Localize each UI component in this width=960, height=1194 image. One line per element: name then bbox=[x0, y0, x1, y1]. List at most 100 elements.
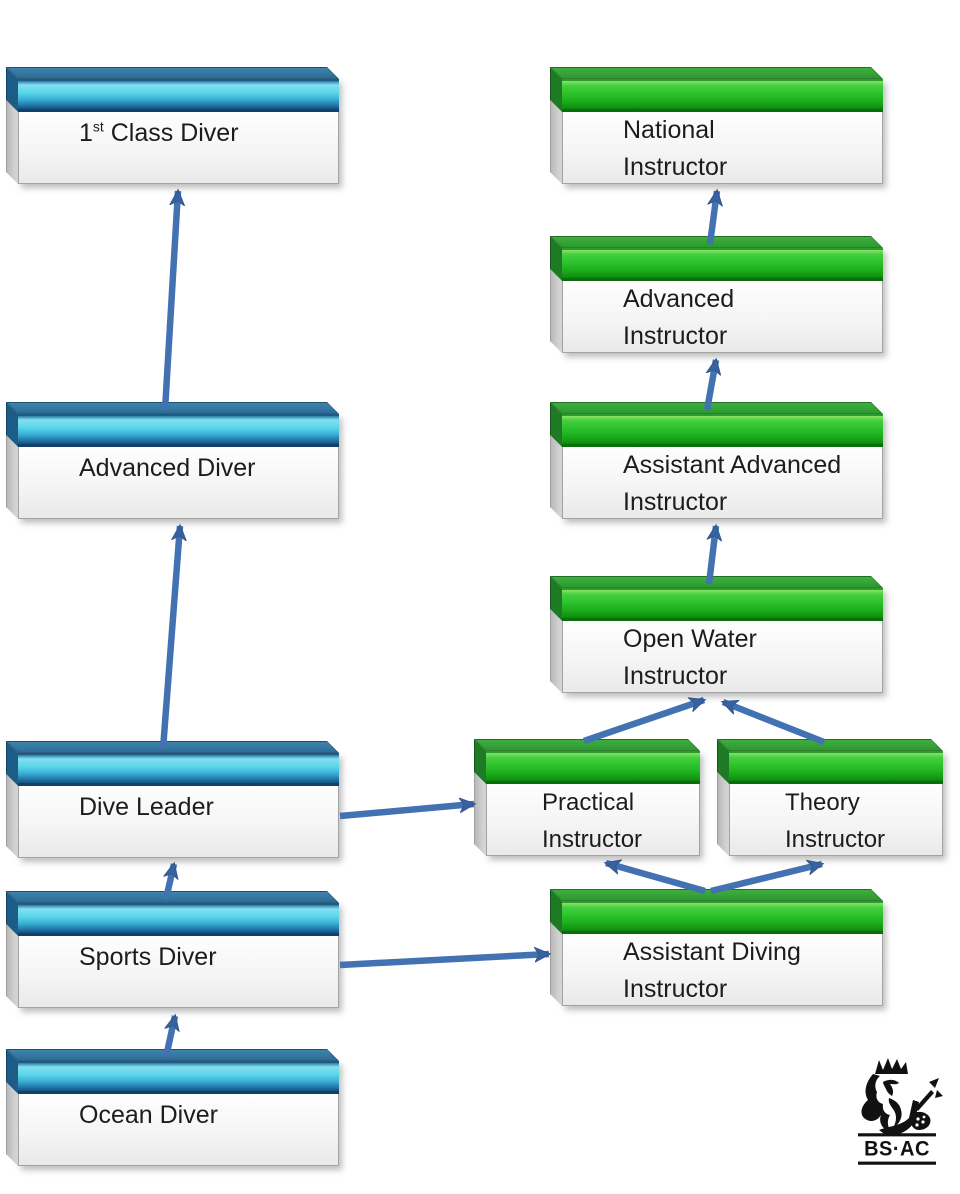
box-left-face-body bbox=[550, 100, 562, 184]
arrow-assistant-diving-to-theory bbox=[710, 864, 822, 895]
arrow-dive-leader-to-advanced-diver bbox=[159, 526, 180, 750]
box-left-face-body bbox=[6, 1082, 18, 1166]
box-left-face-body bbox=[550, 609, 562, 693]
logo-face bbox=[883, 1079, 899, 1096]
box-assistant-advanced-instructor: Assistant Advanced Instructor bbox=[550, 402, 883, 519]
box-label: Practical Instructor bbox=[486, 784, 700, 856]
label-line2: Instructor bbox=[623, 488, 728, 516]
box-header-bar bbox=[562, 901, 883, 934]
label-line1: Theory bbox=[785, 789, 860, 816]
box-top-face bbox=[6, 67, 339, 79]
label-line1: Assistant Advanced bbox=[623, 451, 842, 479]
box-label: Theory Instructor bbox=[729, 784, 943, 856]
box-top-face bbox=[550, 236, 883, 248]
box-top-face bbox=[6, 1049, 339, 1061]
arrow-theory-to-open-water bbox=[723, 698, 826, 746]
label-line2: Instructor bbox=[623, 153, 728, 181]
box-advanced-instructor: Advanced Instructor bbox=[550, 236, 883, 353]
box-sports-diver: Sports Diver bbox=[6, 891, 339, 1008]
box-first-class-diver: 1st Class Diver bbox=[6, 67, 339, 184]
box-top-face bbox=[474, 739, 700, 751]
arrow-assistant-diving-to-practical bbox=[606, 863, 706, 895]
box-header-bar bbox=[562, 414, 883, 447]
arrow-advanced-diver-to-first-class bbox=[161, 191, 178, 411]
box-label: Dive Leader bbox=[18, 786, 339, 858]
box-header-bar bbox=[562, 248, 883, 281]
box-label: Assistant Diving Instructor bbox=[562, 934, 883, 1006]
box-header-bar bbox=[729, 751, 943, 784]
bsac-logo-text: BS·AC bbox=[858, 1133, 936, 1165]
box-front: Assistant Advanced Instructor bbox=[562, 414, 883, 519]
box-header-bar bbox=[18, 1061, 339, 1094]
box-left-face-body bbox=[550, 435, 562, 519]
box-top-face bbox=[717, 739, 943, 751]
box-left-face-body bbox=[717, 772, 729, 856]
arrow-dive-leader-to-practical bbox=[339, 804, 474, 820]
label-line1: National bbox=[623, 116, 715, 144]
logo-shoulder bbox=[879, 1100, 919, 1136]
box-front: Advanced Diver bbox=[18, 414, 339, 519]
box-left-face-body bbox=[6, 100, 18, 184]
label-superscript: st bbox=[92, 118, 104, 135]
label-text: Class Diver bbox=[103, 119, 239, 147]
box-header-bar bbox=[18, 753, 339, 786]
box-label: Advanced Diver bbox=[18, 447, 339, 519]
box-theory-instructor: Theory Instructor bbox=[717, 739, 943, 856]
box-left-face-body bbox=[6, 924, 18, 1008]
label-line2: Instructor bbox=[785, 826, 886, 853]
box-header-bar bbox=[18, 414, 339, 447]
box-left-face-body bbox=[550, 269, 562, 353]
box-front: Practical Instructor bbox=[486, 751, 700, 856]
logo-trident-barb bbox=[935, 1090, 943, 1098]
box-top-face bbox=[6, 891, 339, 903]
box-header-bar bbox=[486, 751, 700, 784]
box-top-face bbox=[550, 67, 883, 79]
logo-trident-head bbox=[929, 1078, 939, 1088]
box-top-face bbox=[6, 741, 339, 753]
box-front: Advanced Instructor bbox=[562, 248, 883, 353]
box-label: Ocean Diver bbox=[18, 1094, 339, 1166]
box-front: Ocean Diver bbox=[18, 1061, 339, 1166]
box-left-face-body bbox=[474, 772, 486, 856]
label-line1: Advanced bbox=[623, 285, 735, 313]
arrow-practical-to-open-water bbox=[582, 696, 704, 745]
logo-trident-shaft bbox=[915, 1090, 934, 1111]
label-line2: Instructor bbox=[623, 662, 728, 690]
bsac-neptune-logo bbox=[861, 1058, 943, 1136]
label-line2: Instructor bbox=[623, 975, 728, 1003]
box-top-face bbox=[550, 889, 883, 901]
box-practical-instructor: Practical Instructor bbox=[474, 739, 700, 856]
box-label: Sports Diver bbox=[18, 936, 339, 1008]
box-dive-leader: Dive Leader bbox=[6, 741, 339, 858]
box-left-face-body bbox=[6, 774, 18, 858]
box-top-face bbox=[550, 402, 883, 414]
box-front: Assistant Diving Instructor bbox=[562, 901, 883, 1006]
box-national-instructor: National Instructor bbox=[550, 67, 883, 184]
box-front: Sports Diver bbox=[18, 903, 339, 1008]
label-line2: Instructor bbox=[542, 826, 643, 853]
box-front: 1st Class Diver bbox=[18, 79, 339, 184]
logo-head bbox=[861, 1074, 891, 1132]
label-text: 1 bbox=[79, 119, 93, 147]
box-label: 1st Class Diver bbox=[18, 112, 339, 184]
box-label: Advanced Instructor bbox=[562, 281, 883, 353]
box-top-face bbox=[6, 402, 339, 414]
label-line2: Instructor bbox=[623, 322, 728, 350]
box-assistant-diving-instructor: Assistant Diving Instructor bbox=[550, 889, 883, 1006]
logo-gauntlet bbox=[910, 1111, 931, 1130]
box-front: Dive Leader bbox=[18, 753, 339, 858]
box-label: Open Water Instructor bbox=[562, 621, 883, 693]
box-open-water-instructor: Open Water Instructor bbox=[550, 576, 883, 693]
box-front: Open Water Instructor bbox=[562, 588, 883, 693]
box-left-face-body bbox=[6, 435, 18, 519]
box-top-face bbox=[550, 576, 883, 588]
box-ocean-diver: Ocean Diver bbox=[6, 1049, 339, 1166]
box-header-bar bbox=[18, 79, 339, 112]
box-header-bar bbox=[562, 79, 883, 112]
arrow-sports-to-assistant-diving bbox=[339, 954, 549, 969]
box-left-face-body bbox=[550, 922, 562, 1006]
label-line1: Open Water bbox=[623, 625, 757, 653]
box-header-bar bbox=[18, 903, 339, 936]
label-line1: Practical bbox=[542, 789, 635, 816]
